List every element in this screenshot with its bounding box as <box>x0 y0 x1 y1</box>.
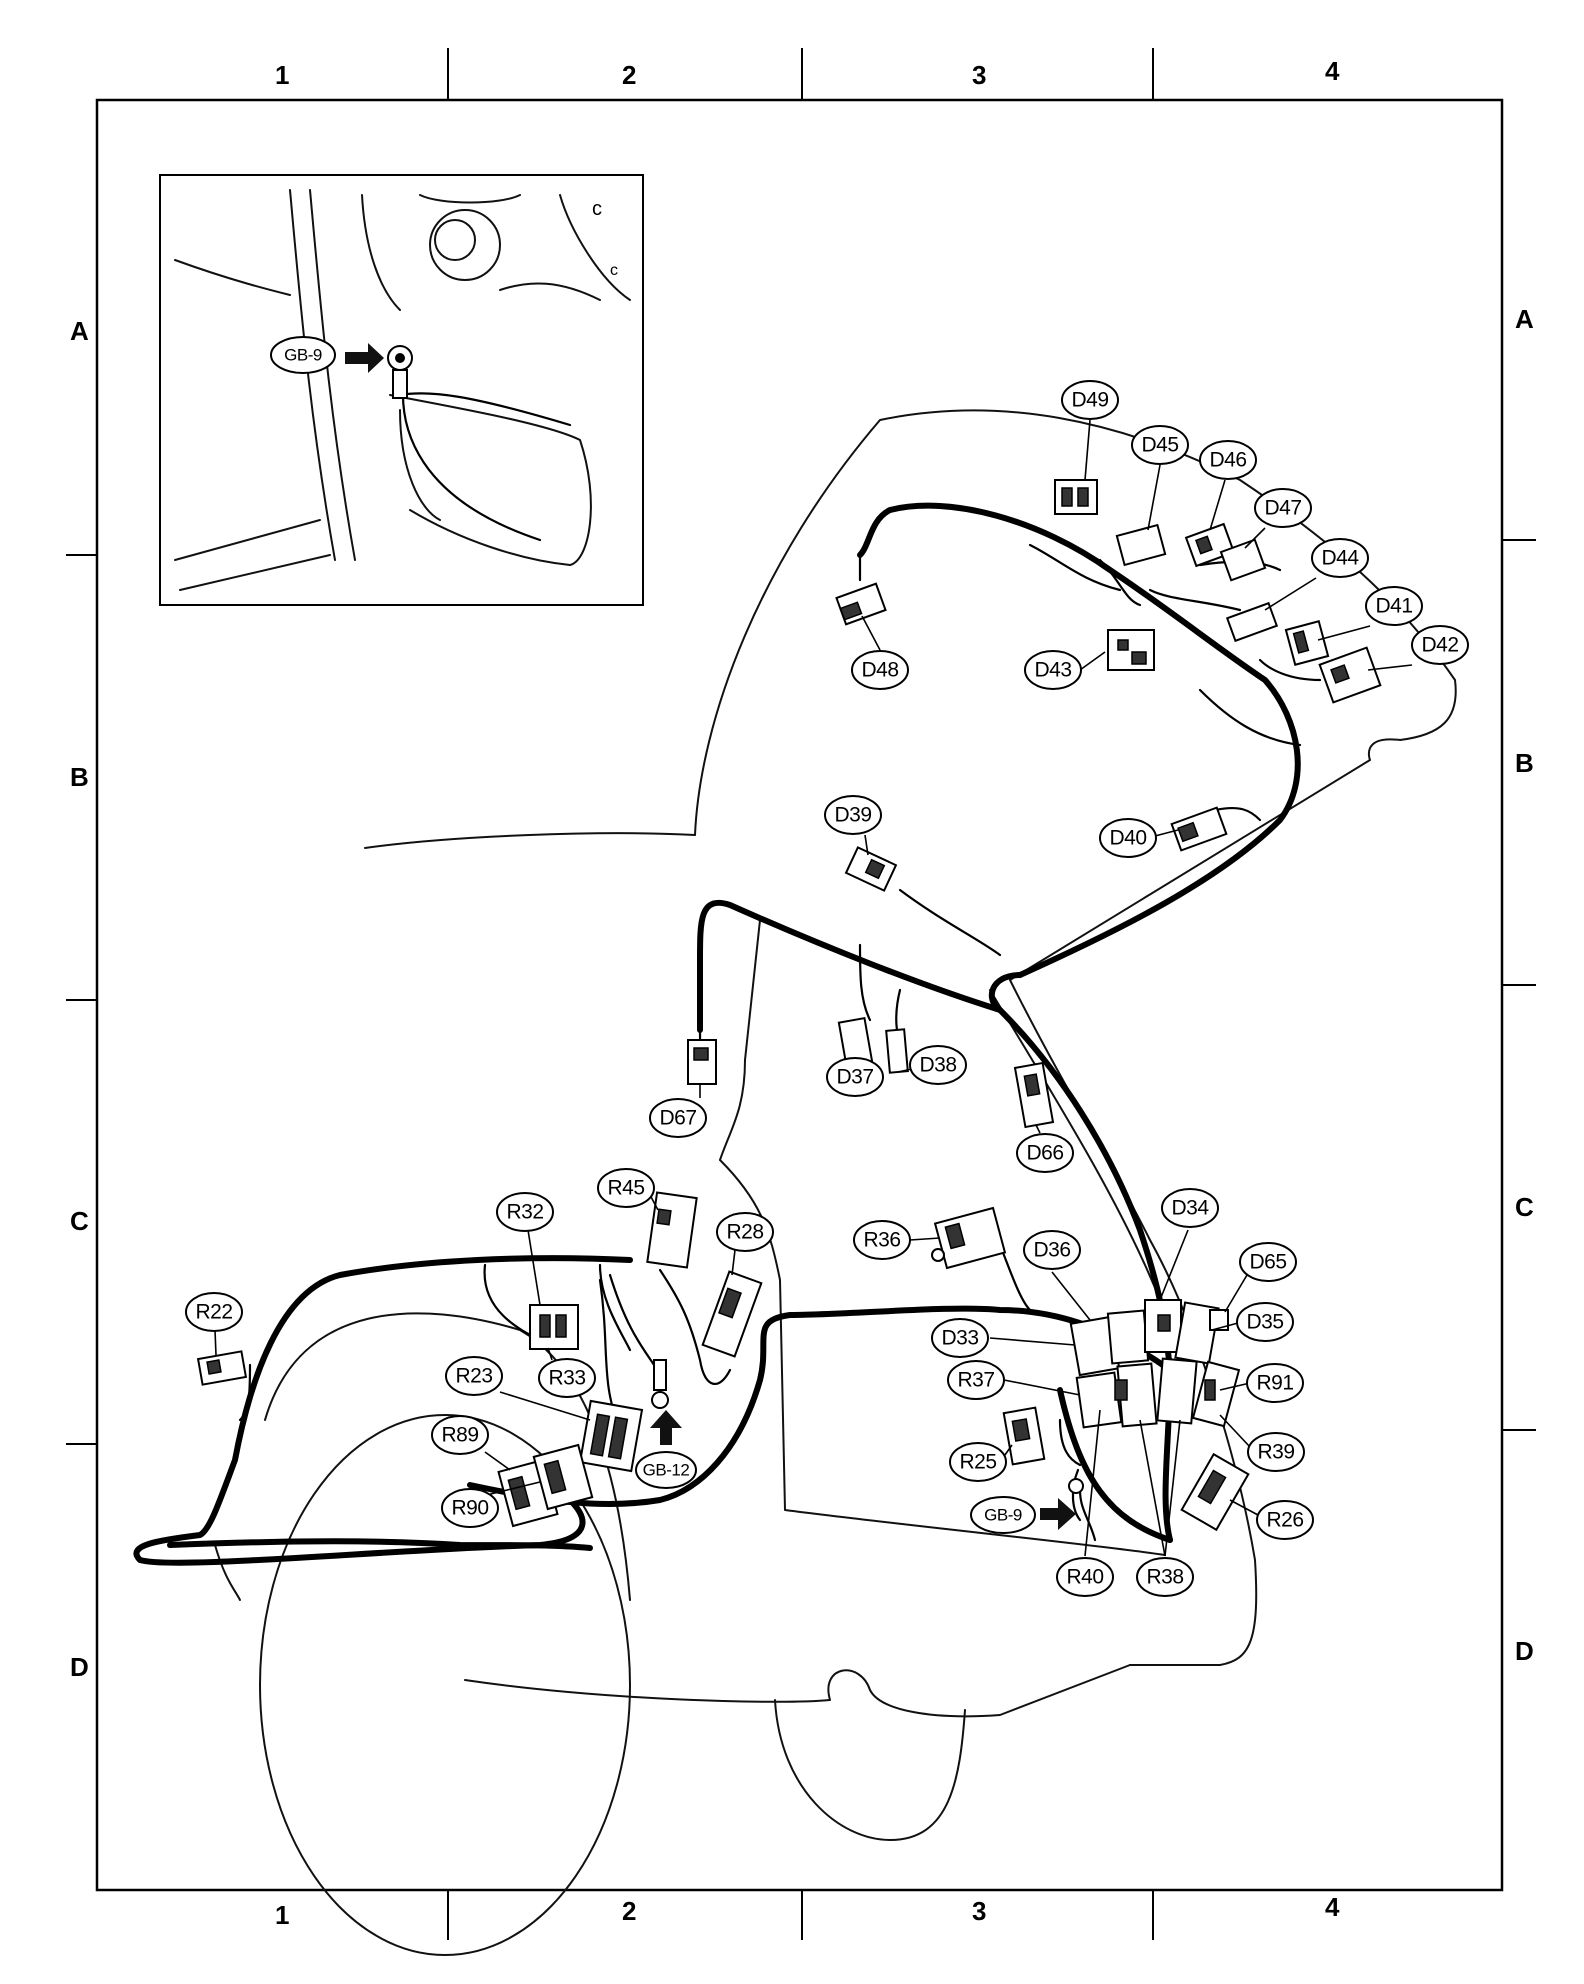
col-label-top-3: 3 <box>972 60 986 90</box>
connectors <box>196 479 1382 1532</box>
col-label-top-2: 2 <box>622 60 636 90</box>
callouts: GB-9 D49 D45 D46 D47 D44 D41 D42 D43 D48… <box>185 336 1469 1597</box>
connector-d45 <box>1115 523 1167 567</box>
callout-d44: D44 <box>1321 547 1359 570</box>
callout-d38: D38 <box>919 1054 956 1077</box>
callout-d46: D46 <box>1209 449 1246 472</box>
callout-d33: D33 <box>941 1327 978 1350</box>
connector-d39 <box>844 846 898 892</box>
callout-r40: R40 <box>1066 1566 1103 1589</box>
ground-terminal-gb9-lower <box>1068 1468 1084 1522</box>
col-label-bottom-3: 3 <box>972 1896 986 1926</box>
connector-r23 <box>578 1399 644 1473</box>
callout-d49: D49 <box>1071 389 1108 412</box>
connector-r36 <box>931 1206 1007 1270</box>
callout-d39: D39 <box>834 804 871 827</box>
connector-d40 <box>1170 806 1228 852</box>
row-label-right-d: D <box>1515 1636 1534 1666</box>
callout-r89: R89 <box>441 1424 478 1447</box>
callout-d43: D43 <box>1034 659 1071 682</box>
main-harness <box>133 502 1301 1566</box>
callout-d65: D65 <box>1249 1251 1286 1274</box>
col-label-bottom-4: 4 <box>1325 1892 1340 1922</box>
connector-d49 <box>1054 479 1098 515</box>
row-label-right-c: C <box>1515 1192 1534 1222</box>
callout-d41: D41 <box>1375 595 1412 618</box>
connector-r26 <box>1180 1452 1250 1532</box>
callout-r25: R25 <box>959 1451 996 1474</box>
callout-gb9-lower: GB-9 <box>984 1506 1022 1525</box>
svg-text:c: c <box>610 262 618 279</box>
callout-d67: D67 <box>659 1107 696 1130</box>
callout-r23: R23 <box>455 1365 492 1388</box>
col-label-top-1: 1 <box>275 60 289 90</box>
callout-d42: D42 <box>1421 634 1458 657</box>
callout-r33: R33 <box>548 1367 585 1390</box>
connector-d66 <box>1013 1061 1055 1129</box>
connector-cluster-rear <box>1069 1299 1241 1429</box>
col-label-bottom-2: 2 <box>622 1896 636 1926</box>
callout-r32: R32 <box>506 1201 543 1224</box>
callout-d34: D34 <box>1171 1197 1209 1220</box>
callout-d45: D45 <box>1141 434 1178 457</box>
connector-d42 <box>1318 646 1382 704</box>
row-label-left-a: A <box>70 316 89 346</box>
connector-d48 <box>835 582 887 626</box>
callout-r37: R37 <box>957 1369 994 1392</box>
row-label-left-c: C <box>70 1206 89 1236</box>
callout-d48: D48 <box>861 659 898 682</box>
callout-r90: R90 <box>451 1497 488 1520</box>
connector-d43 <box>1107 629 1155 671</box>
connector-r22 <box>196 1350 248 1386</box>
callout-r28: R28 <box>726 1221 763 1244</box>
col-label-bottom-1: 1 <box>275 1900 289 1930</box>
callout-d66: D66 <box>1026 1142 1063 1165</box>
connector-r90 <box>532 1443 594 1511</box>
arrow-gb9-lower-icon <box>1040 1498 1076 1530</box>
arrow-gb12-icon <box>650 1410 682 1445</box>
callout-d35: D35 <box>1246 1311 1283 1334</box>
callout-d37: D37 <box>836 1066 873 1089</box>
grid-frame <box>66 48 1536 1940</box>
callout-r45: R45 <box>607 1177 644 1200</box>
svg-text:c: c <box>592 198 602 220</box>
connector-d41 <box>1284 619 1330 667</box>
callout-d36: D36 <box>1033 1239 1070 1262</box>
connector-r32 <box>529 1304 579 1350</box>
row-label-right-a: A <box>1515 304 1534 334</box>
row-label-left-d: D <box>70 1652 89 1682</box>
callout-r22: R22 <box>195 1301 232 1324</box>
branch-wires <box>238 543 1322 1542</box>
callout-r91: R91 <box>1256 1372 1293 1395</box>
connector-d44 <box>1225 601 1279 643</box>
callout-gb12: GB-12 <box>643 1461 690 1480</box>
callout-r38: R38 <box>1146 1566 1183 1589</box>
callout-r26: R26 <box>1266 1509 1303 1532</box>
connector-r25 <box>1002 1406 1046 1466</box>
callout-r39: R39 <box>1257 1441 1294 1464</box>
connector-r45 <box>646 1191 698 1269</box>
row-label-left-b: B <box>70 762 89 792</box>
arrows <box>650 1410 1076 1530</box>
callout-r36: R36 <box>863 1229 900 1252</box>
ground-terminal-gb12 <box>651 1359 669 1409</box>
connector-d47 <box>1219 538 1267 582</box>
callout-d40: D40 <box>1109 827 1146 850</box>
inset-view: c c <box>159 174 644 606</box>
connector-d38 <box>885 1028 909 1074</box>
col-label-top-4: 4 <box>1325 56 1340 86</box>
callout-gb9-inset: GB-9 <box>284 346 322 365</box>
row-label-right-b: B <box>1515 748 1534 778</box>
connector-d67 <box>687 1039 717 1085</box>
callout-d47: D47 <box>1264 497 1301 520</box>
leader-lines <box>214 419 1413 1557</box>
vehicle-body <box>214 409 1457 1956</box>
connector-r28 <box>701 1270 763 1358</box>
